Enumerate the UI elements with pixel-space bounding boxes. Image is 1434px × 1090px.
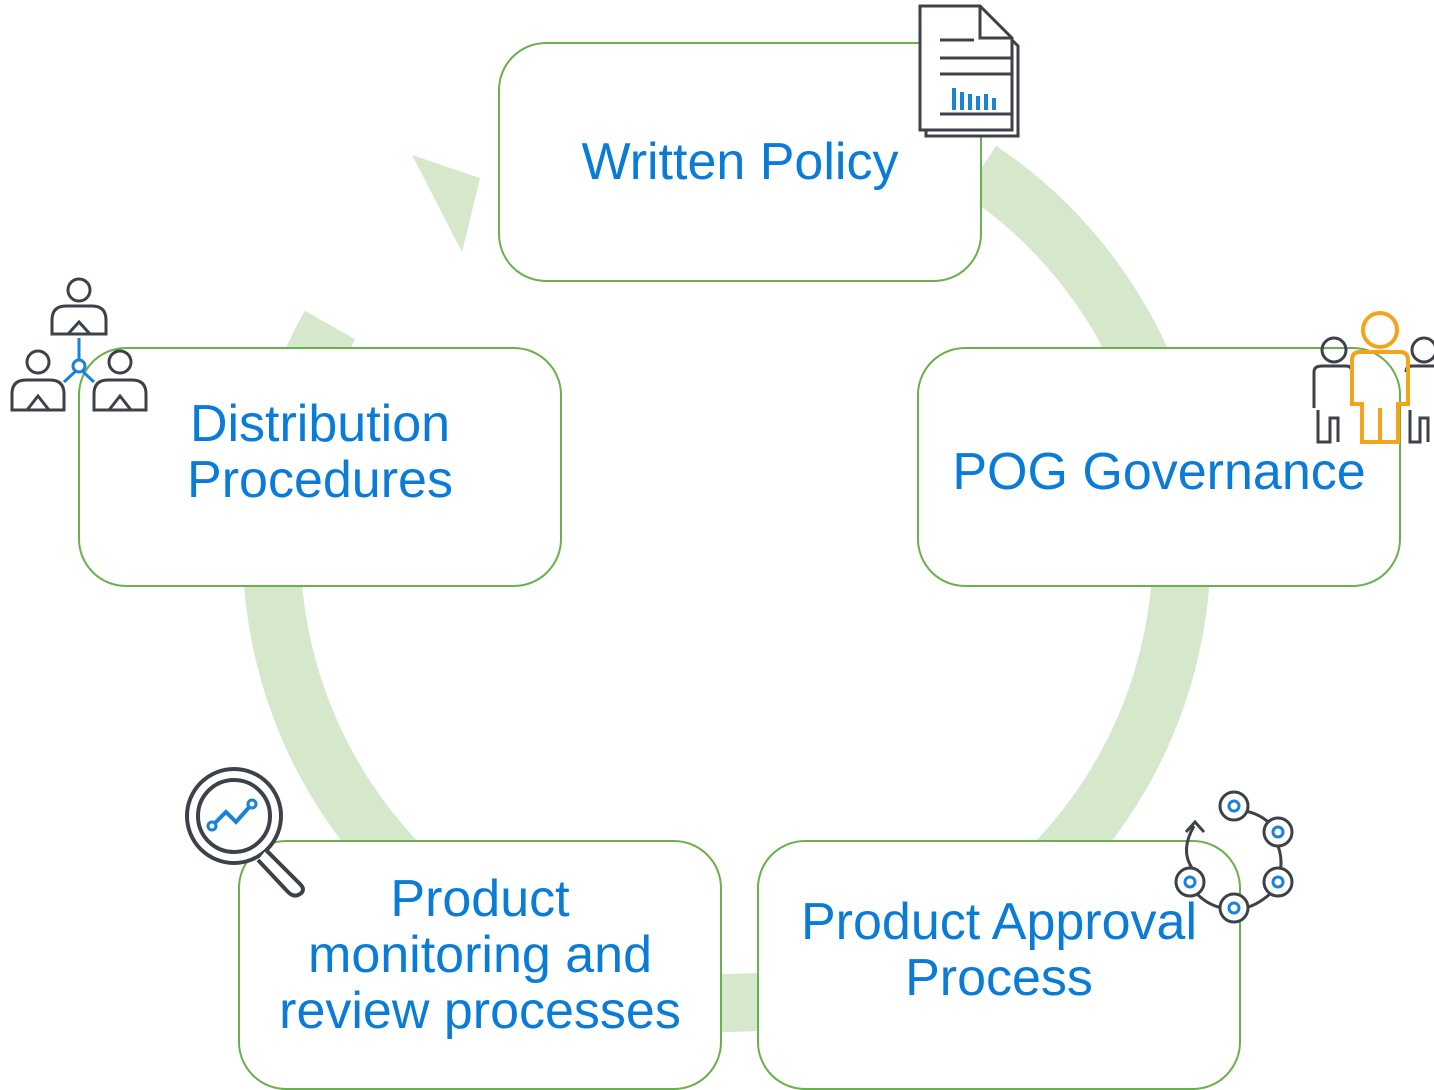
step-pog-governance: POG Governance bbox=[917, 347, 1401, 587]
step-label-line: Procedures bbox=[187, 451, 453, 509]
magnifier-chart-icon bbox=[185, 767, 305, 898]
step-distribution-procedures: Distribution Procedures bbox=[78, 347, 562, 587]
step-label-line: Distribution bbox=[189, 395, 451, 453]
process-cycle-icon bbox=[1174, 790, 1294, 924]
step-label-line: Process bbox=[905, 949, 1093, 1007]
cycle-arrow-head bbox=[412, 155, 480, 252]
people-group-icon bbox=[1312, 311, 1434, 444]
step-product-monitoring: Product monitoring and review processes bbox=[238, 840, 722, 1090]
network-people-icon bbox=[10, 277, 148, 412]
step-written-policy: Written Policy bbox=[498, 42, 982, 282]
step-label-line: POG Governance bbox=[952, 443, 1366, 501]
step-label-line: Written Policy bbox=[581, 133, 899, 191]
step-label-line: Product bbox=[390, 870, 570, 928]
document-chart-icon bbox=[918, 4, 1020, 138]
step-label-line: Product Approval bbox=[800, 893, 1198, 951]
step-label-line: review processes bbox=[279, 982, 681, 1040]
step-label-line: monitoring and bbox=[308, 926, 652, 984]
